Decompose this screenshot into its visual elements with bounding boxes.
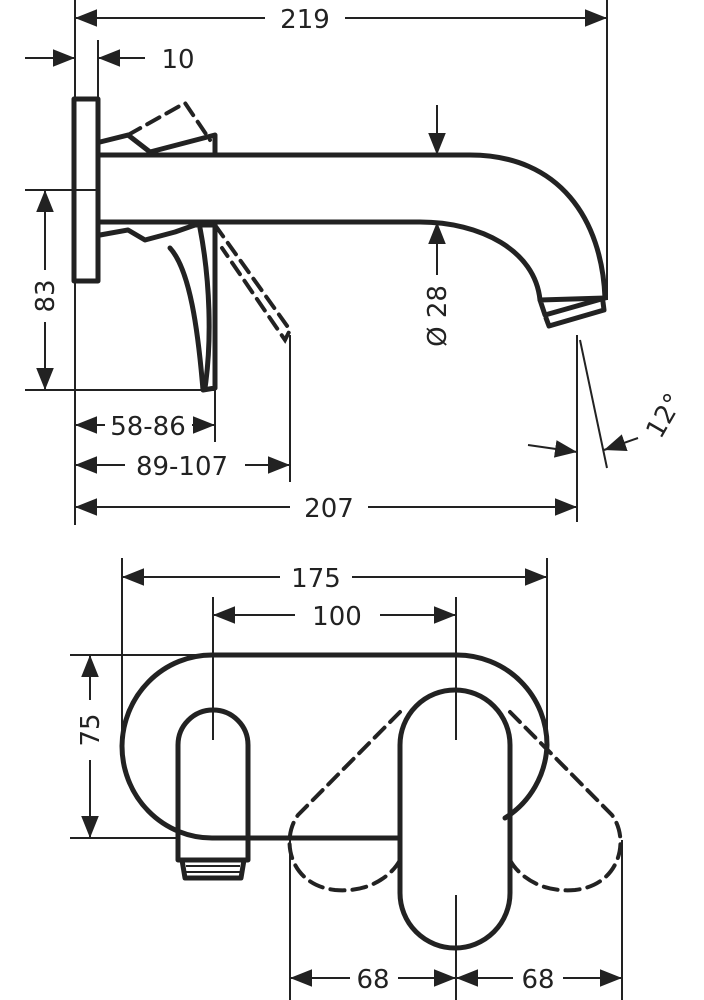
extension-lines [25,0,608,525]
dimension-diameter-28: Ø 28 [423,105,453,347]
dimension-75: 75 [76,655,106,838]
dimension-207: 207 [75,494,577,524]
lever-dashed-up [126,100,212,142]
dimension-label-lever-swing-left: 68 [356,965,389,995]
dimension-100: 100 [213,602,456,632]
dimension-label-lever-swing-right: 68 [521,965,554,995]
dimension-219: 219 [75,5,607,35]
dimension-label-plate-height: 75 [76,713,106,746]
mixer-side-body [71,96,608,393]
dimension-label-plate-thickness: 10 [161,45,194,75]
lever-front [397,687,513,951]
dimension-89-107: 89-107 [75,452,290,482]
dimension-label-center-distance: 100 [312,602,362,632]
dimension-175: 175 [122,564,547,594]
dimension-label-spout-reach: 207 [304,494,354,524]
mixer-body [97,132,218,393]
dimension-label-overall-length: 219 [280,5,330,35]
spout-front [175,707,251,863]
dimension-label-projection-2: 89-107 [136,452,228,482]
lever-side [197,225,212,391]
front-view: 175 100 75 [70,558,623,1000]
dimension-68-left: 68 [290,965,456,995]
dimension-label-spray-angle: 12° [641,389,690,444]
dimension-label-projection-1: 58-86 [110,412,186,442]
mixer-front-body [119,652,623,951]
dimension-68-right: 68 [456,965,622,995]
spout-nozzle [537,295,608,329]
spout-outline [95,152,608,303]
lever-dashed-down [213,223,293,344]
lever-dashed-left [287,710,402,893]
lever-dashed-right [508,710,623,893]
dimension-83: 83 [31,190,61,390]
side-view: 219 10 83 Ø 28 [25,0,690,525]
dimension-angle-12: 12° [527,389,690,458]
dimension-10: 10 [25,45,195,75]
dimension-label-plate-width: 175 [291,564,341,594]
dimension-58-86: 58-86 [75,412,215,442]
dimension-label-spout-diameter: Ø 28 [423,285,453,347]
spout-aerator [179,857,247,881]
dimension-label-spout-height: 83 [31,279,61,312]
back-plate [119,652,550,841]
wall-plate [71,96,101,284]
aerator-hatching [186,865,240,873]
